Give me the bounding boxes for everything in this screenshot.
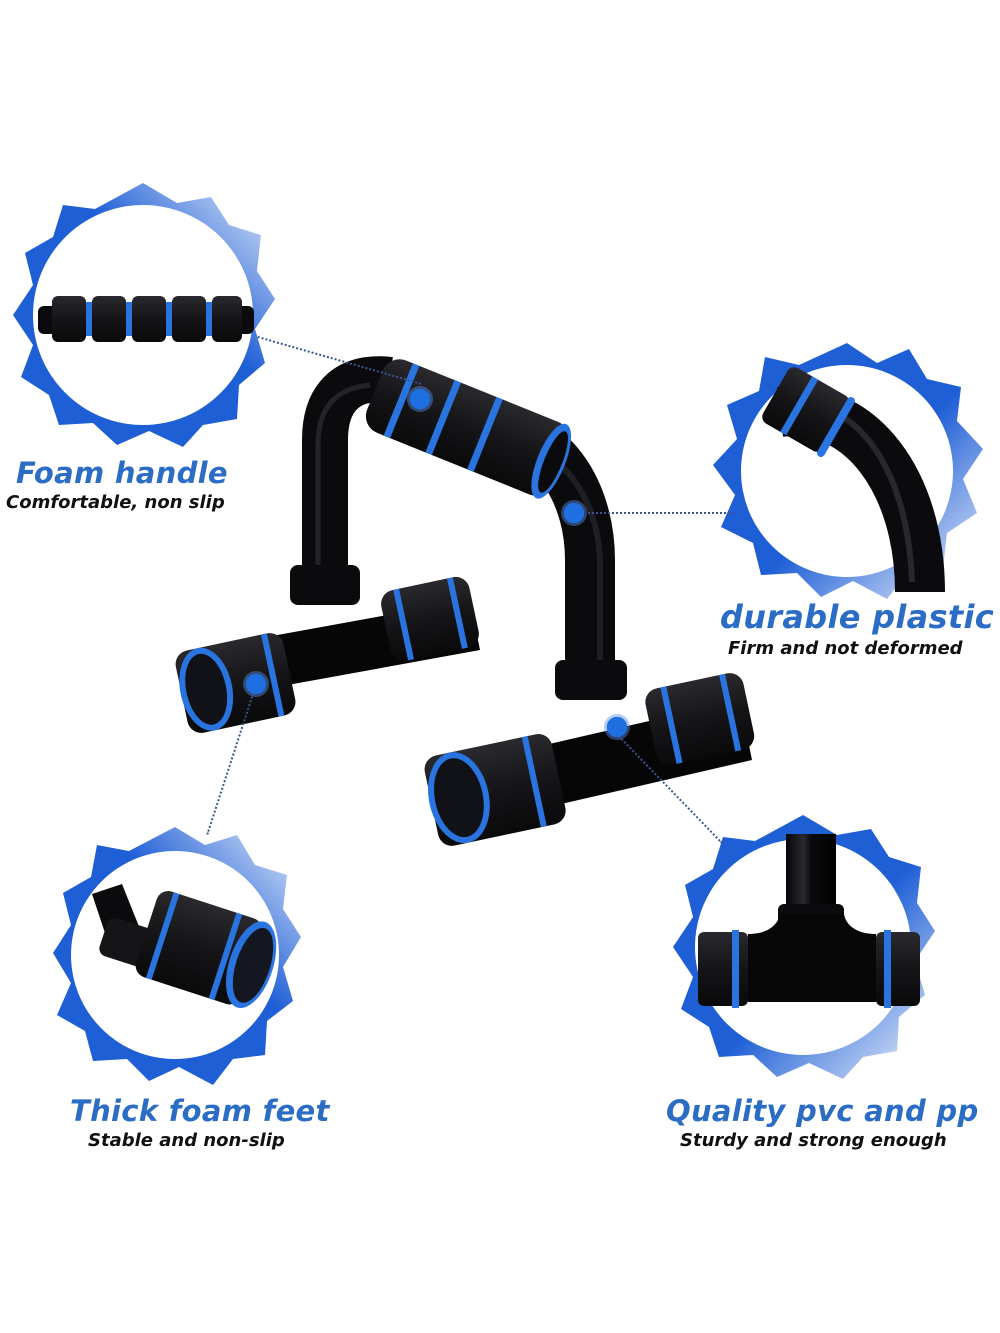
- hotspot-foam-handle[interactable]: [407, 386, 433, 412]
- quality-pvc-pp-badge: [672, 814, 935, 1080]
- hotspot-foam-feet[interactable]: [243, 671, 269, 697]
- feature-subtitle: Sturdy and strong enough: [680, 1130, 947, 1151]
- t-joint-closeup-icon: [698, 834, 920, 1008]
- push-up-bar-icon: [175, 356, 755, 846]
- hotspot-pvc-pp[interactable]: [604, 714, 630, 740]
- feature-subtitle: Stable and non-slip: [88, 1130, 285, 1151]
- feature-title: Thick foam feet: [70, 1094, 330, 1128]
- bent-tube-closeup-icon: [762, 367, 945, 593]
- leader-line: [588, 512, 734, 514]
- feature-subtitle: Comfortable, non slip: [6, 492, 225, 513]
- hotspot-durable-plastic[interactable]: [561, 500, 587, 526]
- feature-title: Foam handle: [16, 456, 228, 490]
- thick-foam-feet-badge: [52, 824, 301, 1086]
- feature-title: Quality pvc and pp: [666, 1094, 979, 1128]
- durable-plastic-badge: [710, 342, 984, 600]
- foam-foot-closeup-icon: [92, 884, 277, 1009]
- foam-handle-closeup-icon: [38, 296, 254, 342]
- feature-subtitle: Firm and not deformed: [728, 638, 963, 659]
- feature-title: durable plastic: [720, 598, 995, 636]
- foam-handle-badge: [12, 182, 275, 448]
